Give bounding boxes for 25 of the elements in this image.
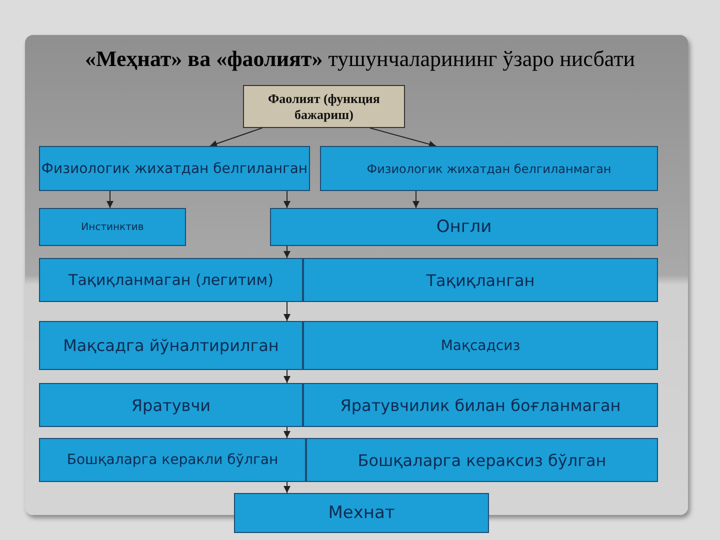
category-box: Мақсадсиз	[303, 321, 658, 370]
category-box: Бошқаларга керакли бўлган	[39, 438, 306, 482]
arrow	[106, 190, 114, 208]
category-box: Тақиқланган	[303, 258, 658, 302]
category-box: Яратувчи	[39, 383, 303, 427]
arrow	[284, 246, 290, 258]
arrow	[210, 128, 262, 148]
arrow	[284, 302, 290, 322]
category-box: Онгли	[270, 208, 658, 246]
root-box: Фаолият (функция бажариш)	[243, 85, 405, 128]
arrow	[284, 482, 290, 494]
category-box: Мақсадга йўналтирилган	[39, 321, 303, 370]
arrow	[370, 128, 436, 148]
category-box: Инстинктив	[39, 208, 186, 246]
arrow	[284, 190, 290, 208]
arrow	[412, 190, 420, 208]
title: «Меҳнат» ва «фаолият» тушунчаларининг ўзаро нисбати	[84, 46, 636, 72]
category-box: Тақиқланмаган (легитим)	[39, 258, 303, 302]
category-box: Физиологик жихатдан белгиланган	[39, 146, 310, 191]
arrow	[284, 426, 290, 438]
arrow	[284, 370, 290, 384]
category-box: Физиологик жихатдан белгиланмаган	[320, 146, 658, 191]
category-box: Бошқаларга кераксиз бўлган	[306, 438, 658, 482]
category-box: Яратувчилик билан боғланмаган	[303, 383, 658, 427]
category-box: Мехнат	[234, 493, 489, 533]
